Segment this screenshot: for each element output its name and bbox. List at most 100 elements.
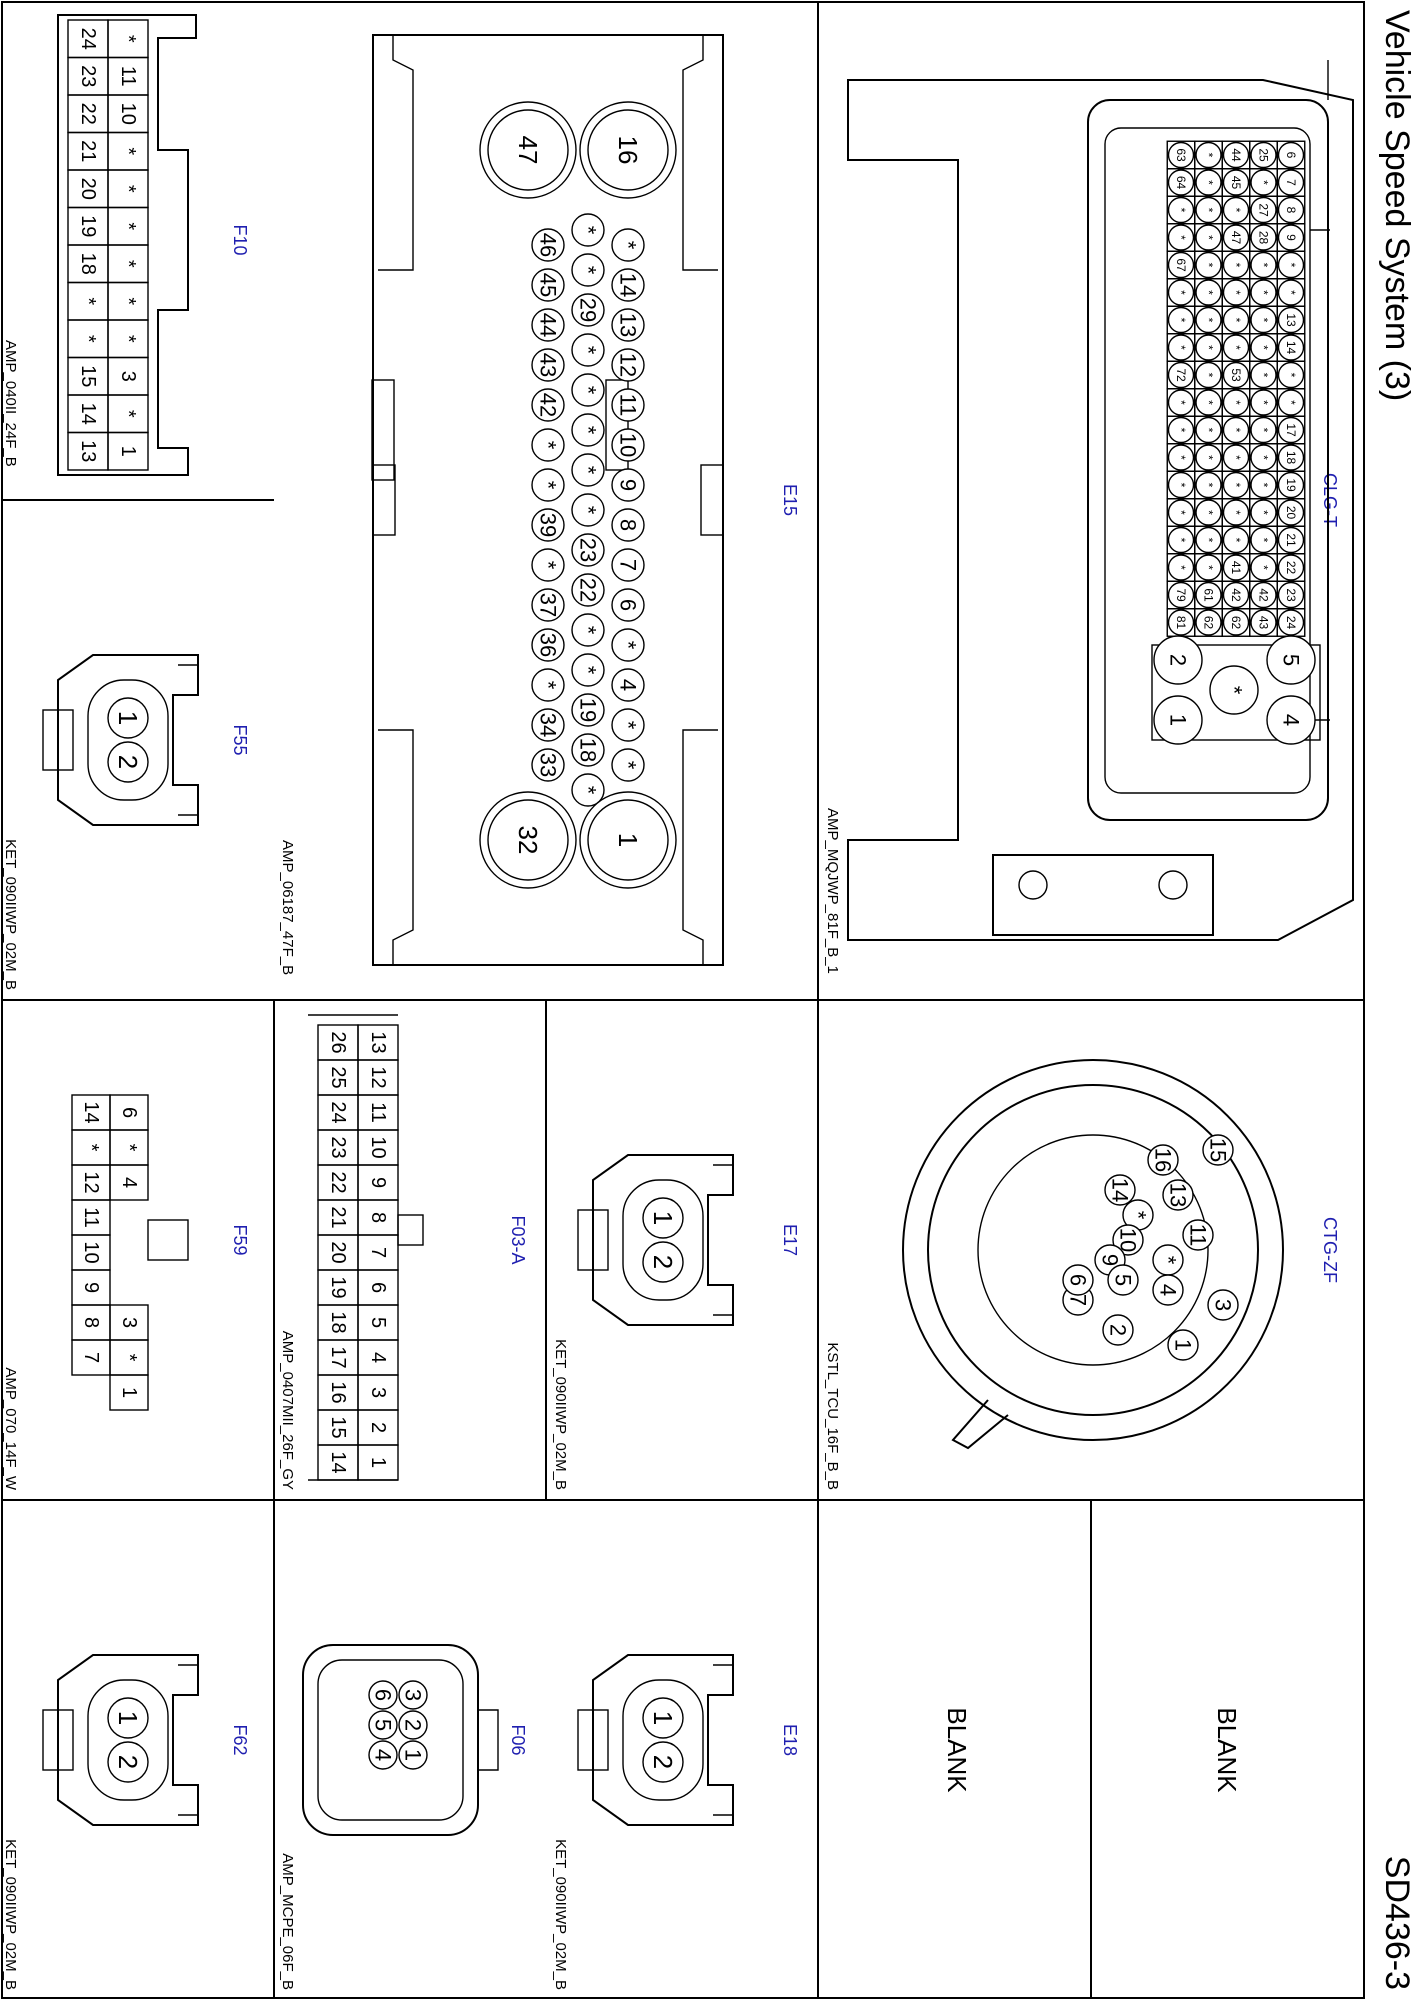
pin: * — [531, 428, 565, 462]
pin: * — [1195, 279, 1222, 306]
header-title: Vehicle Speed System (3) — [1378, 10, 1416, 401]
pin-cell: 14 — [71, 1094, 111, 1131]
pin: * — [571, 773, 605, 807]
pin: 42 — [1250, 581, 1277, 609]
pin: * — [1167, 499, 1195, 526]
pin: 5 — [1266, 635, 1316, 685]
part-number: KET_090IIWP_02M_B — [2, 1839, 19, 1990]
pin-label: 2 — [648, 1255, 678, 1269]
pin-label: 19 — [576, 698, 601, 722]
header: Vehicle Speed System (3) SD436-3 — [1378, 10, 1416, 1990]
pin-label: 28 — [1257, 231, 1271, 245]
pin-label: * — [576, 346, 601, 355]
pin-label: 18 — [327, 1311, 349, 1333]
pin: * — [1195, 169, 1222, 196]
pin-cell: 12 — [357, 1059, 399, 1096]
pin-label: 2 — [648, 1755, 678, 1769]
connector-f62[interactable]: F62 KET_090IIWP_02M_B 12 — [2, 1654, 250, 1990]
pin-label: 6 — [118, 1107, 140, 1118]
pin: 72 — [1167, 361, 1195, 389]
pin: * — [571, 613, 605, 647]
pin: * — [571, 213, 605, 247]
connector-e15[interactable]: E15 AMP_06187_47F_B *14131211109876*4***… — [279, 34, 800, 975]
pin-label: 47 — [1229, 231, 1243, 245]
pin-label: 12 — [367, 1066, 389, 1088]
connector-f10[interactable]: F10 AMP_040II_24F_B *1110******3*1242322… — [2, 14, 250, 476]
pin-label: 20 — [327, 1241, 349, 1263]
pin: 6 — [368, 1680, 398, 1710]
pin: 45 — [531, 268, 565, 302]
connector-f55[interactable]: F55 KET_090IIWP_02M_B 12 — [2, 654, 250, 990]
connector-e17[interactable]: E17 KET_090IIWP_02M_B 12 — [552, 1154, 800, 1490]
pin: 27 — [1250, 196, 1277, 224]
pin-label: * — [1222, 686, 1247, 695]
pin-label: 7 — [1284, 179, 1298, 186]
pin-label: 61 — [1202, 588, 1216, 602]
connector-name: F06 — [508, 1724, 528, 1755]
pin-label: 12 — [80, 1171, 102, 1193]
pin-label: 44 — [1229, 148, 1243, 162]
pin-label: 21 — [77, 140, 99, 162]
pin-label: * — [1174, 290, 1188, 295]
pin-label: 12 — [616, 353, 641, 377]
pin-label: 7 — [616, 559, 641, 571]
pin: 4 — [1266, 695, 1316, 745]
pin: 7 — [611, 548, 645, 582]
part-number: AMP_06187_47F_B — [279, 840, 296, 975]
pin-label: * — [1229, 455, 1243, 460]
connector-name: F55 — [230, 724, 250, 755]
pin-cell: 17 — [317, 1339, 359, 1376]
pin-label: 16 — [613, 136, 643, 165]
pin: * — [1222, 279, 1250, 306]
pin-label: * — [1229, 208, 1243, 213]
pin-label: 26 — [327, 1031, 349, 1053]
connector-f03-a[interactable]: F03-A AMP_0407MII_26F_GY 131211109876543… — [279, 1014, 528, 1490]
pin: 1 — [642, 1697, 684, 1739]
pin-label: 7 — [1066, 1294, 1091, 1306]
pin-cell: 26 — [317, 1024, 359, 1061]
pin: 12 — [611, 348, 645, 382]
pin-label: 43 — [536, 353, 561, 377]
pin-cell: 3 — [357, 1374, 399, 1411]
pin-label: * — [117, 410, 139, 418]
pin-label: * — [1174, 235, 1188, 240]
pin-label: * — [1229, 510, 1243, 515]
connector-e18[interactable]: E18 KET_090IIWP_02M_B 12 — [552, 1654, 800, 1990]
pin-cell: 1 — [357, 1444, 399, 1481]
pin: 6 — [611, 588, 645, 622]
pin-label: * — [536, 441, 561, 450]
pin-cell: 7 — [71, 1339, 111, 1376]
pin: * — [1152, 1244, 1184, 1276]
pin-cell: 24 — [317, 1094, 359, 1131]
blank-cell-1: BLANK — [1212, 1707, 1242, 1793]
pin-label: * — [117, 335, 139, 343]
pin-cell: 18 — [67, 244, 109, 284]
pin: * — [1167, 306, 1195, 334]
part-number: KET_090IIWP_02M_B — [2, 839, 19, 990]
pin-label: * — [1202, 153, 1216, 158]
pin-label: * — [117, 185, 139, 193]
pin-label: * — [576, 386, 601, 395]
pin-label: 23 — [327, 1136, 349, 1158]
connector-ctg-zf[interactable]: CTG-ZF KSTL_TCU_16F_B_B 15161314*1110*97… — [824, 1059, 1340, 1490]
connector-clg-t[interactable]: CLG-T AMP_MQJWP_81F_B_1 6789**1314**1718… — [824, 60, 1354, 974]
pin-label: 47 — [513, 136, 543, 165]
pin: * — [571, 653, 605, 687]
pin: * — [1167, 416, 1195, 444]
pin: * — [1222, 306, 1250, 334]
pin-label: * — [77, 297, 99, 305]
pin-label: 5 — [371, 1719, 396, 1731]
pin-label: 4 — [367, 1352, 389, 1363]
pin: 61 — [1195, 581, 1222, 609]
pin-label: * — [1257, 263, 1271, 268]
pin-label: 18 — [77, 253, 99, 275]
pin: 41 — [1222, 554, 1250, 581]
pin-label: * — [1202, 373, 1216, 378]
pin: * — [1250, 361, 1277, 389]
pin-label: * — [1202, 538, 1216, 543]
pin: 22 — [1277, 554, 1305, 581]
pin-label: * — [1202, 180, 1216, 185]
pin-label: * — [1229, 538, 1243, 543]
